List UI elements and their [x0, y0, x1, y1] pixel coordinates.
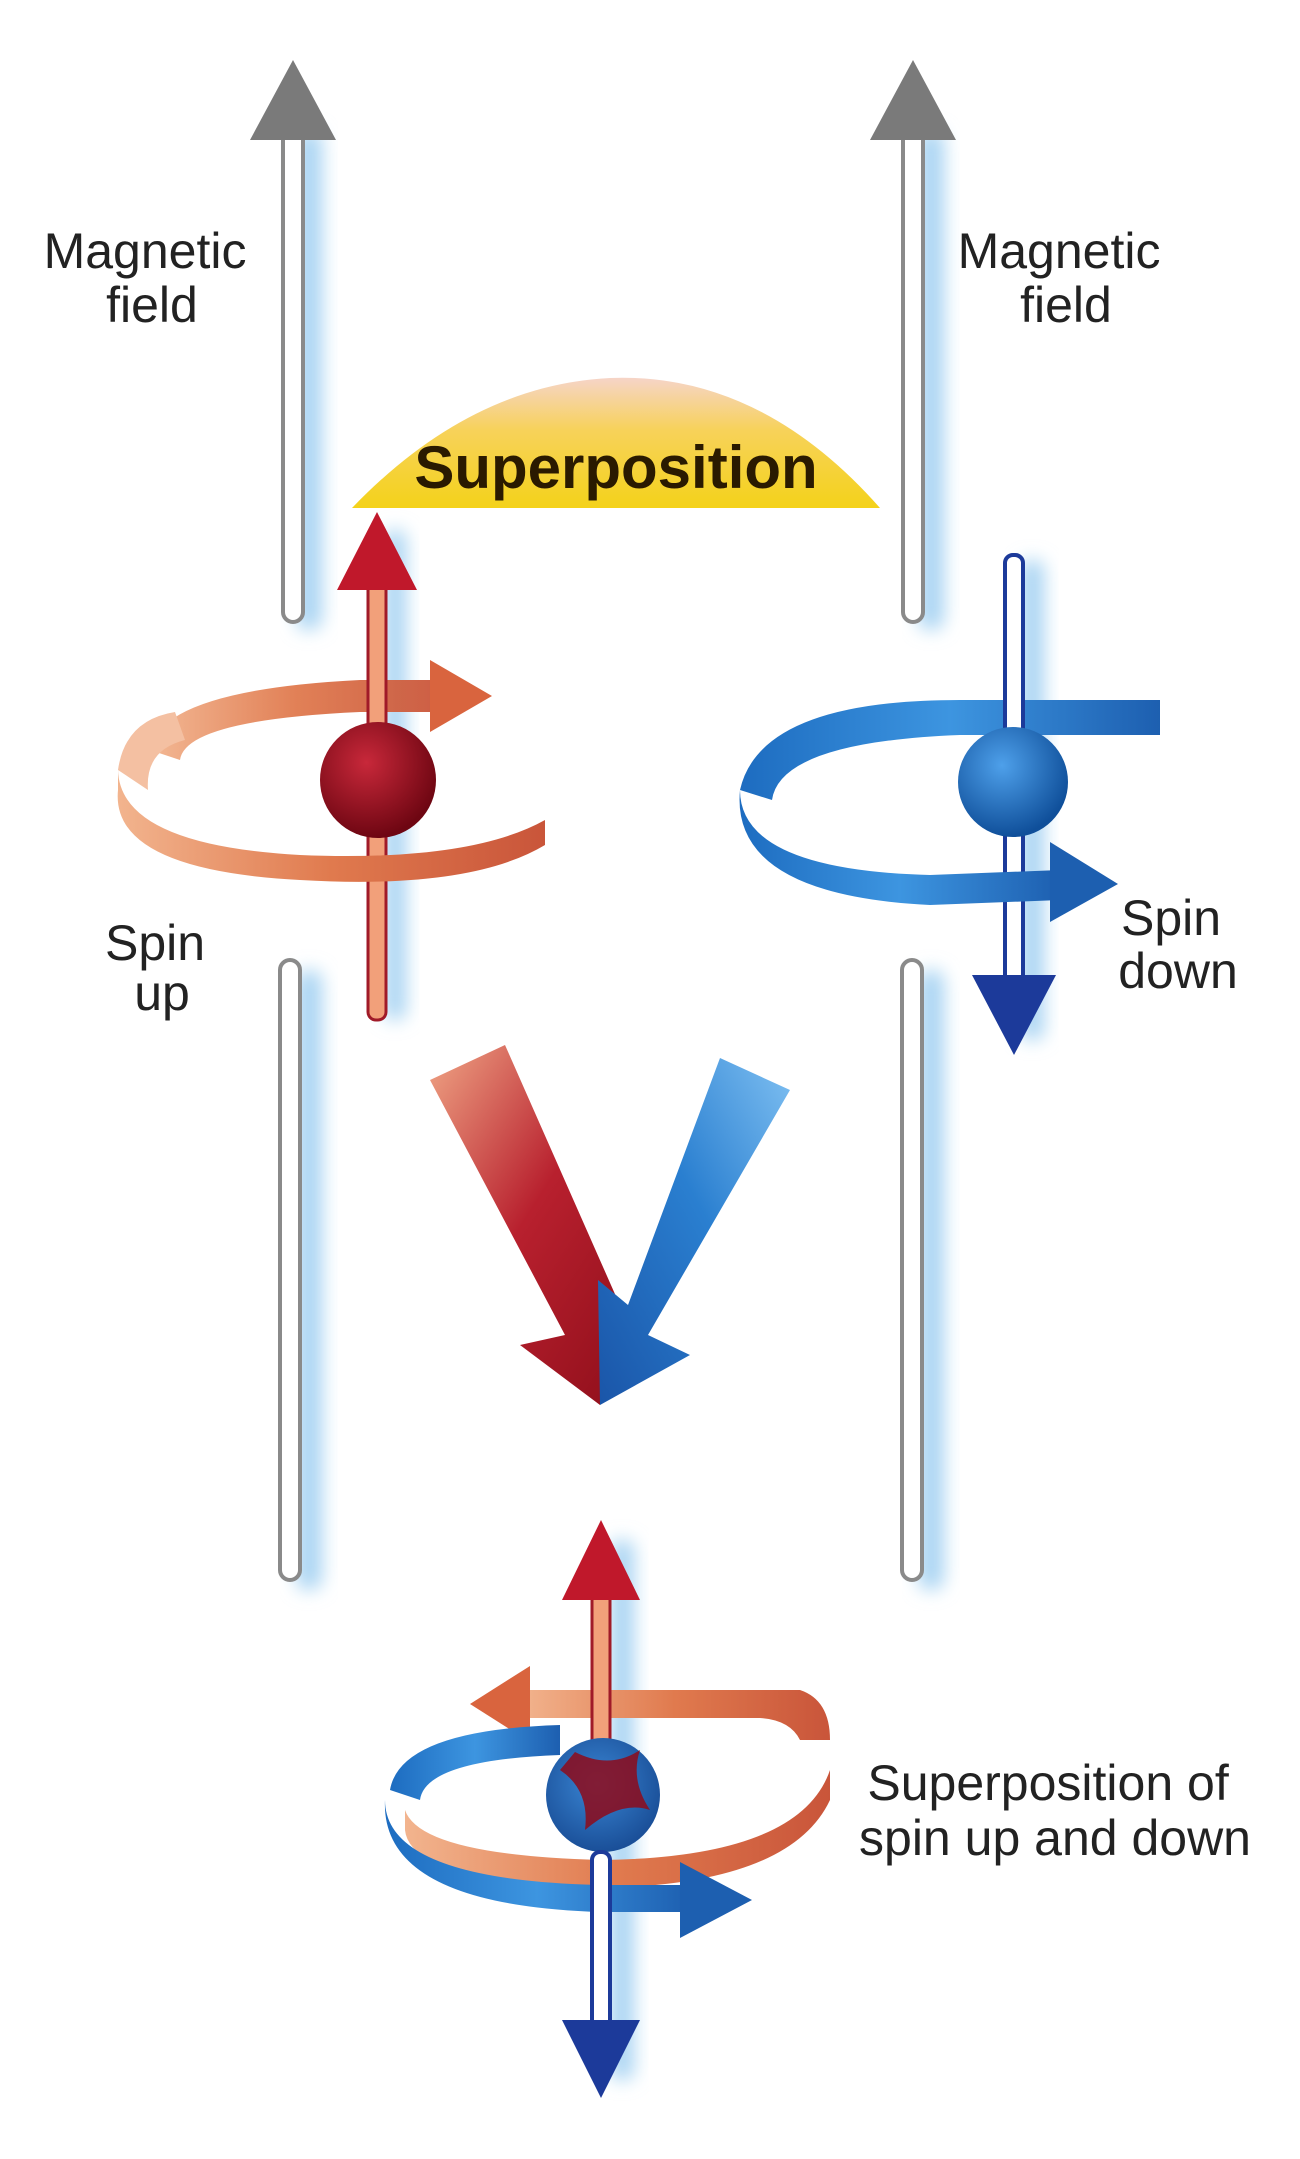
- spin-up-arrowhead: [337, 512, 417, 590]
- superposition-caption: Superposition of spin up and down: [859, 1755, 1251, 1866]
- superposition-orange-arrowhead: [470, 1666, 530, 1742]
- spin-down-ring-arrowhead: [1050, 842, 1118, 922]
- superposition-particle-group: [384, 1520, 830, 2098]
- spin-down-label: Spin down: [1118, 890, 1238, 999]
- spin-up-label: Spin up: [105, 915, 219, 1021]
- superposition-down-arrowhead: [562, 2020, 640, 2098]
- magnetic-field-arrow-right: [870, 60, 956, 630]
- spin-up-particle-group: [117, 512, 545, 1022]
- superposition-up-arrowhead: [562, 1520, 640, 1600]
- magnetic-field-arrow-left: [250, 60, 336, 630]
- spin-down-particle-group: [739, 553, 1160, 1055]
- superposition-banner-label: Superposition: [414, 434, 817, 501]
- spin-down-arrowhead: [972, 975, 1056, 1055]
- superposition-blue-arrowhead: [680, 1862, 752, 1938]
- superposition-banner: Superposition: [352, 377, 880, 508]
- converging-arrows: [430, 1045, 790, 1405]
- converging-arrow-blue: [598, 1058, 790, 1405]
- field-line-lower-right: [900, 958, 944, 1590]
- spin-down-particle: [958, 727, 1068, 837]
- magnetic-field-label-right: Magnetic field: [958, 223, 1175, 333]
- magnetic-field-label-left: Magnetic field: [44, 223, 261, 333]
- spin-up-ring-arrowhead: [430, 660, 492, 732]
- spin-up-particle: [320, 722, 436, 838]
- field-line-lower-left: [278, 958, 322, 1590]
